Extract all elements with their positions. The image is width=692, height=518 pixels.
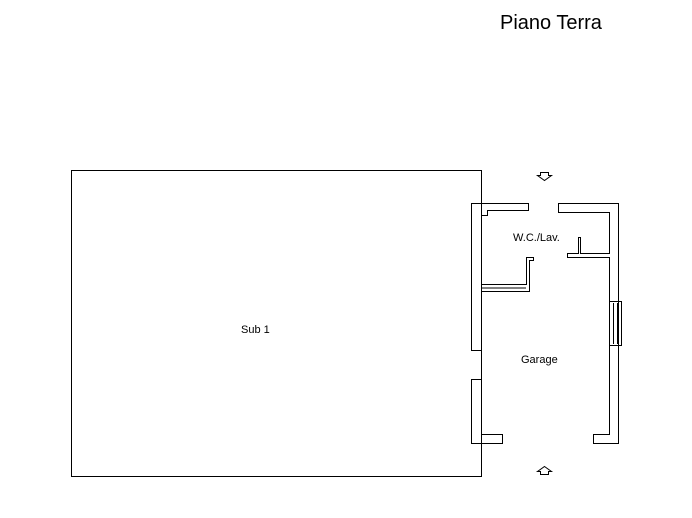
sub1-outline: [71, 170, 482, 477]
arrow-up-icon: [535, 465, 554, 475]
room-label-wc: W.C./Lav.: [513, 232, 560, 244]
garage-right-wall: [558, 203, 619, 444]
arrow-down-icon: [535, 172, 554, 182]
garage-left-wall-lower: [471, 379, 503, 444]
page-title: Piano Terra: [500, 12, 602, 34]
room-label-garage: Garage: [521, 354, 558, 366]
window: [609, 301, 622, 346]
garage-left-wall-upper: [471, 203, 534, 351]
room-label-sub1: Sub 1: [241, 324, 270, 336]
